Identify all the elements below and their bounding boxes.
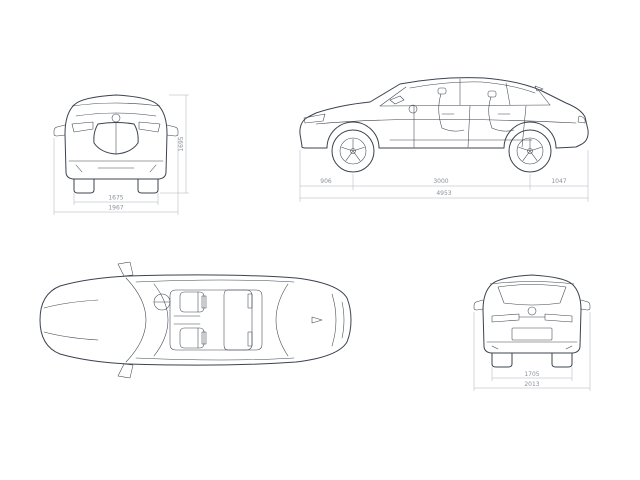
front-grille <box>93 121 139 155</box>
side-rear-overhang-dimension: 1047 <box>551 178 566 185</box>
side-glasshouse <box>379 78 551 107</box>
side-lights <box>303 113 586 124</box>
front-mirrors <box>53 124 179 137</box>
top-front-seats <box>173 291 207 349</box>
side-interior-seats <box>408 87 515 132</box>
side-doors <box>315 105 577 148</box>
front-headlights <box>71 121 161 133</box>
top-hood-lines <box>43 279 295 361</box>
side-front-wheel <box>331 129 375 173</box>
rear-view: 1705 2013 <box>473 274 591 391</box>
front-track-dimension: 1675 <box>108 195 123 202</box>
rear-wheels <box>491 352 573 368</box>
top-steering-wheel <box>153 293 171 311</box>
rear-bumper <box>486 341 578 350</box>
front-car-body <box>64 94 168 180</box>
front-height-dimension: 1695 <box>178 136 185 151</box>
top-rear-seats <box>223 289 253 351</box>
side-dimension-lines <box>299 150 589 202</box>
front-bumper <box>68 160 164 173</box>
rear-license-plate <box>511 327 553 341</box>
front-dimension-lines <box>53 94 189 215</box>
bmw-roundel-icon <box>111 113 121 123</box>
rear-dimension-lines <box>473 312 591 391</box>
side-car-body <box>299 77 589 149</box>
top-mirrors <box>117 261 134 379</box>
rear-mirrors <box>473 299 591 311</box>
side-view: 906 3000 1047 4953 <box>299 77 589 202</box>
front-width-dimension: 1967 <box>108 205 123 212</box>
bmw-roundel-icon-rear <box>527 306 537 316</box>
top-roof-panel <box>169 289 263 351</box>
top-car-body <box>39 274 352 366</box>
rear-taillights <box>491 313 573 323</box>
side-front-overhang-dimension: 906 <box>320 178 332 185</box>
front-wheels <box>73 178 159 194</box>
rear-car-body <box>482 274 582 354</box>
side-wheelbase-dimension: 3000 <box>433 178 448 185</box>
front-view: 1675 1967 1695 <box>53 94 189 215</box>
rear-window <box>497 284 567 306</box>
top-rear-glass <box>275 283 345 357</box>
rear-track-dimension: 1705 <box>524 371 539 378</box>
side-mirror <box>389 85 544 105</box>
top-windshield <box>125 277 169 363</box>
top-view <box>39 261 352 379</box>
side-length-dimension: 4953 <box>436 190 451 197</box>
rear-width-dimension: 2013 <box>524 381 539 388</box>
side-rear-wheel <box>508 129 552 173</box>
